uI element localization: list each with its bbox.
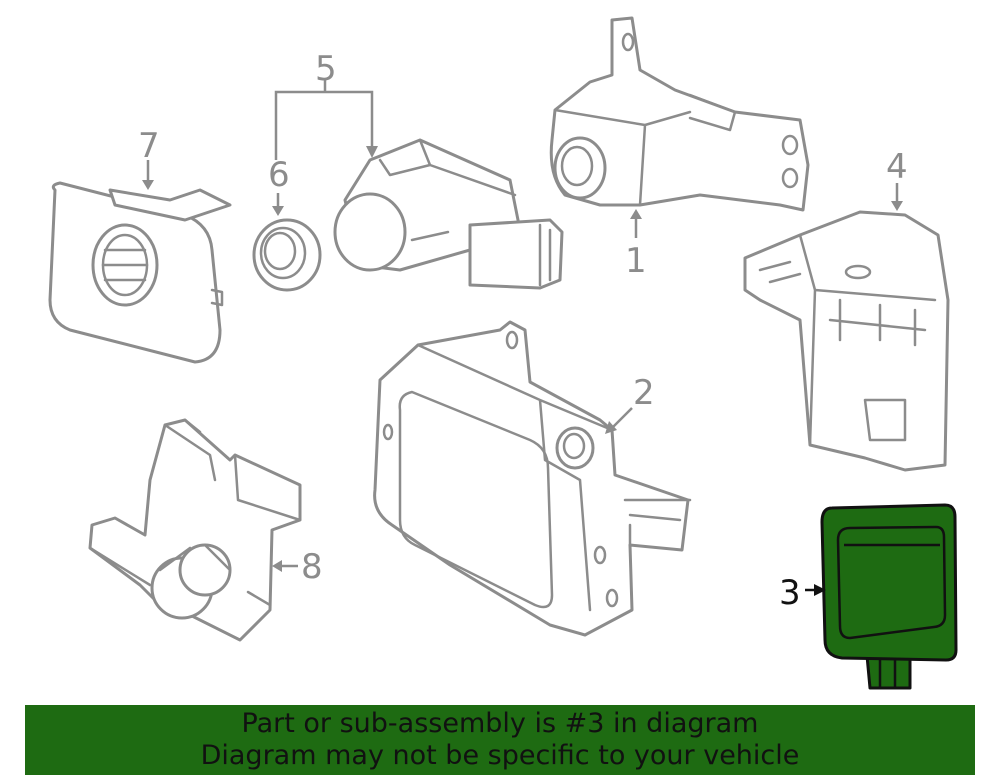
parts-diagram: 7 6 5 1 4 [48,16,958,690]
part-2-radar-module[interactable] [373,320,692,637]
arrow-7 [142,180,154,190]
callout-1: 1 [625,241,647,281]
arrow-8 [272,560,282,572]
callout-6: 6 [268,155,290,195]
info-banner: Part or sub-assembly is #3 in diagram Di… [25,705,975,775]
part-4-bracket[interactable] [743,210,950,472]
banner-line-2: Diagram may not be specific to your vehi… [200,740,800,771]
arrow-5 [366,146,378,158]
callout-2: 2 [633,373,655,413]
arrow-6 [272,206,284,216]
arrow-4 [891,201,903,211]
arrow-2 [605,421,617,434]
part-7-sensor-bezel[interactable] [48,181,232,364]
callout-4: 4 [886,147,908,187]
banner-line-1: Part or sub-assembly is #3 in diagram [241,708,759,739]
part-3-control-module[interactable] [820,503,958,690]
arrow-1 [630,209,642,219]
arrow-3 [814,584,826,596]
part-6-retainer-ring[interactable] [252,218,322,292]
part-5-parking-sensor[interactable] [333,138,564,290]
leader-5 [274,90,374,160]
callout-8: 8 [301,547,323,587]
callout-3: 3 [779,573,801,613]
leader-2 [611,407,633,429]
callout-7: 7 [138,126,160,166]
part-8-sensor-holder[interactable] [88,418,302,642]
callout-5: 5 [315,49,337,89]
part-1-camera[interactable] [549,16,810,212]
